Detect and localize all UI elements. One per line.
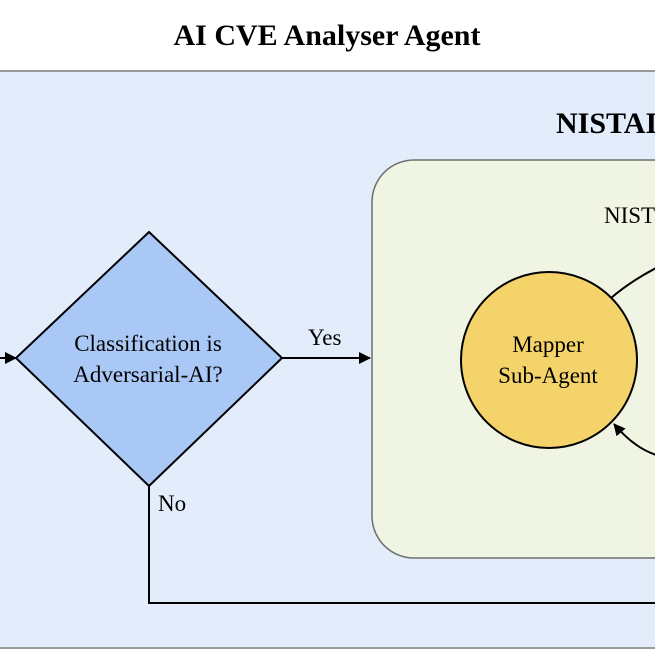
container-label: NISTAI (556, 107, 655, 140)
yes-label: Yes (308, 325, 342, 350)
decision-text-line2: Adversarial-AI? (73, 362, 222, 387)
no-label: No (158, 491, 186, 516)
no-path (148, 486, 655, 604)
return-curve-arrow (613, 423, 655, 456)
mapper-text-line1: Mapper (512, 332, 584, 357)
decision-text-line1: Classification is (74, 331, 222, 356)
upper-curve-connector (610, 267, 655, 299)
inner-label: NIST (604, 203, 655, 228)
diagram-title: AI CVE Analyser Agent (174, 19, 481, 52)
mapper-subagent-node[interactable] (460, 271, 638, 449)
mapper-text-line2: Sub-Agent (498, 363, 598, 388)
